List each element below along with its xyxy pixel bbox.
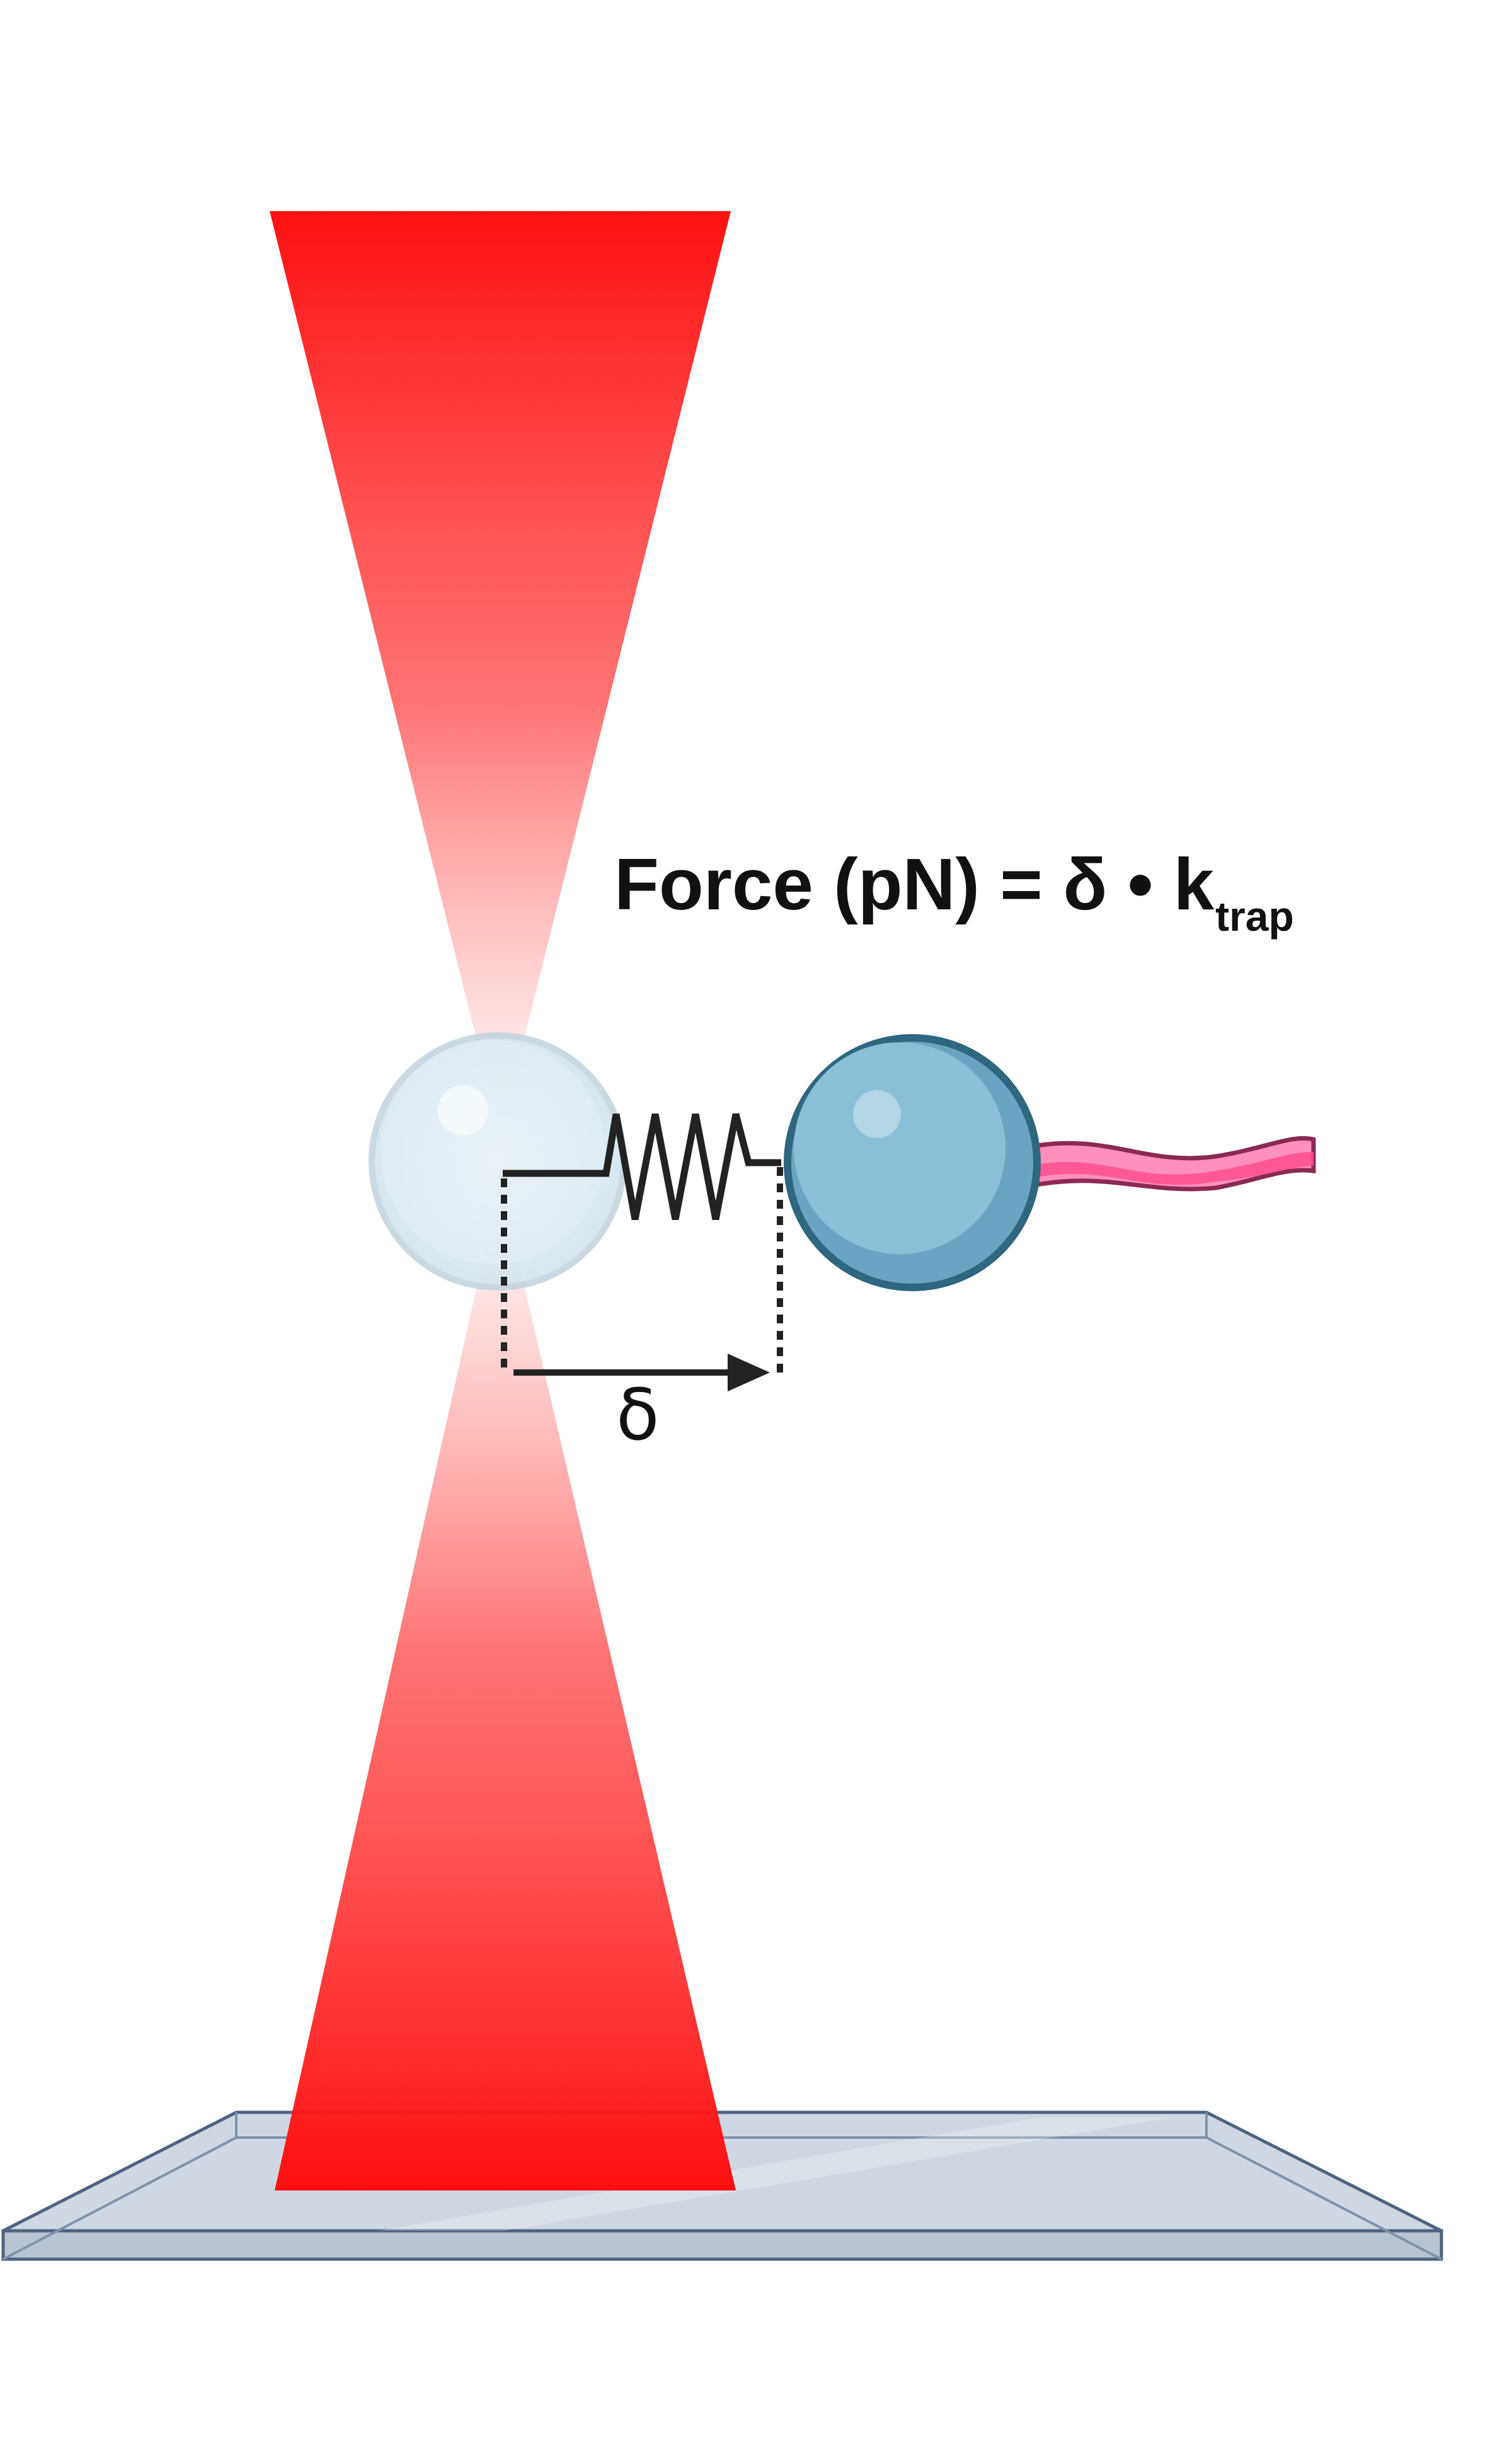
spring-icon	[503, 1113, 781, 1221]
trapped-bead-icon	[369, 1032, 627, 1291]
displacement-arrow-icon	[501, 1167, 783, 1391]
displacement-label: δ	[616, 1374, 660, 1456]
force-formula: Force (pN) = δ • ktrap	[614, 848, 1294, 937]
formula-main: Force (pN) = δ • k	[614, 843, 1215, 925]
dna-tether-icon	[1034, 1136, 1316, 1192]
tethered-bead-icon	[784, 1034, 1041, 1291]
formula-subscript: trap	[1215, 893, 1294, 940]
laser-beam-icon	[270, 211, 736, 2190]
